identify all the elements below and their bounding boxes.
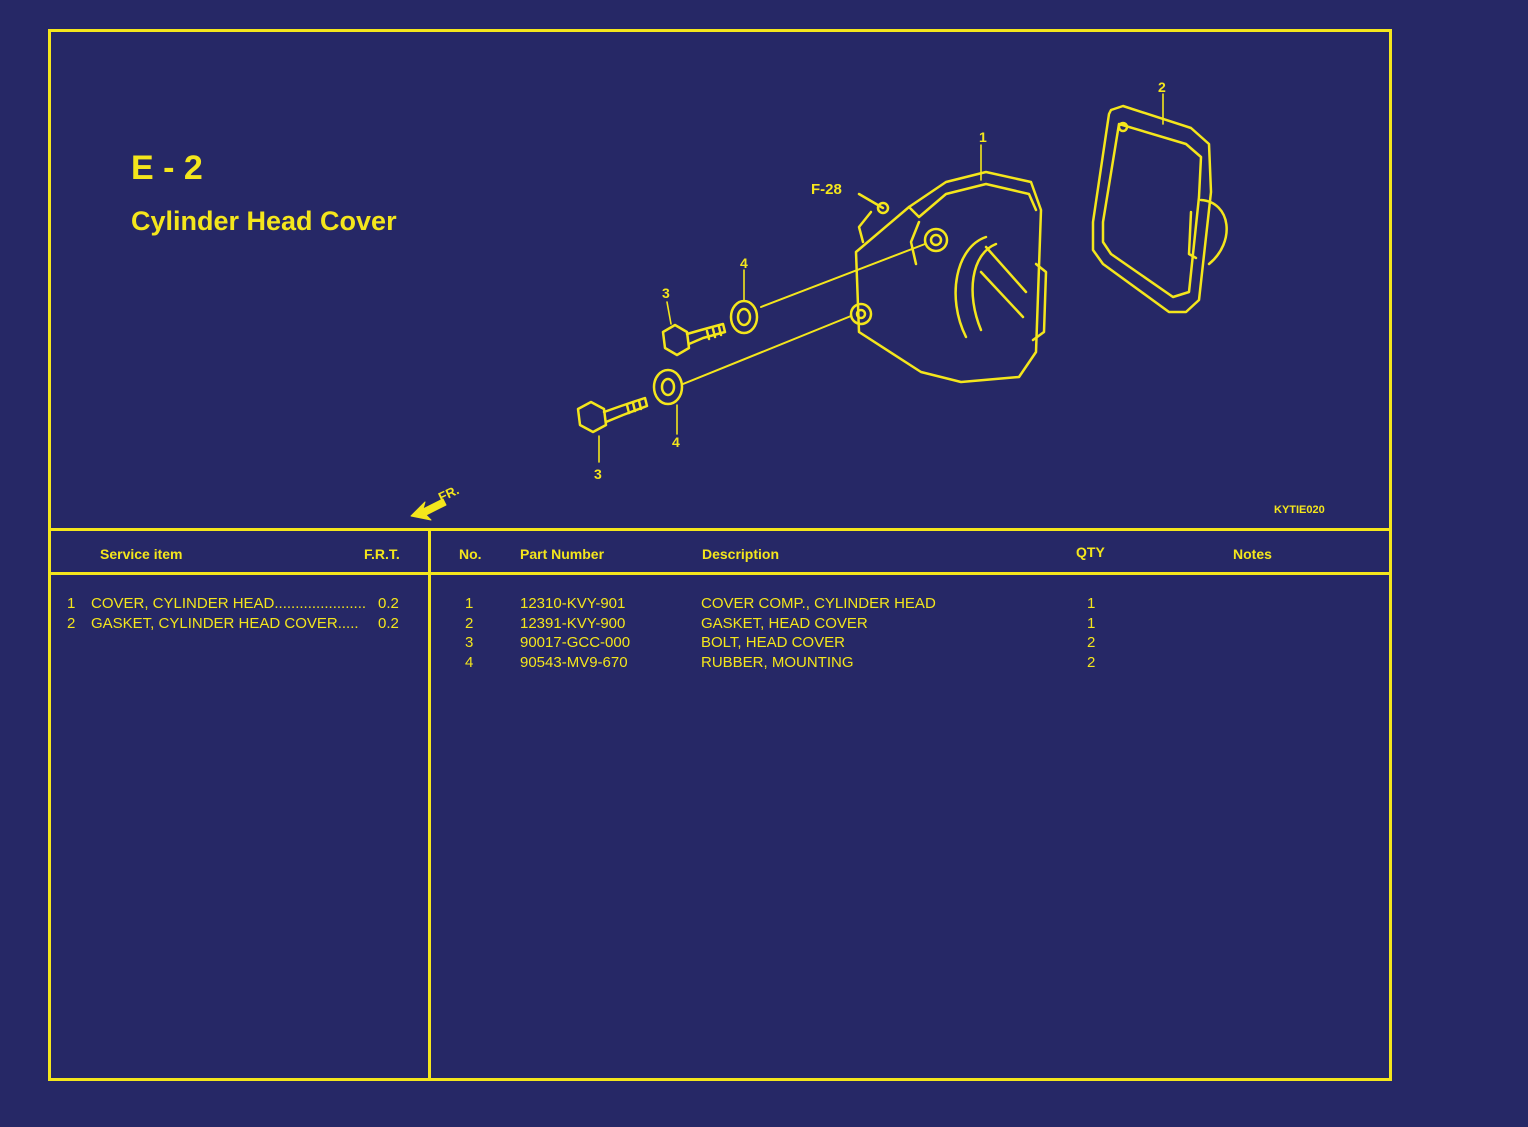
part-row-part-number: 90017-GCC-000 — [520, 634, 631, 651]
service-row-frt: 0.2 — [378, 615, 399, 632]
cylinder-head-cover-drawing — [849, 170, 1048, 384]
no-header: No. — [459, 546, 482, 562]
part-row-number: 3 — [465, 634, 474, 651]
service-row-item: GASKET, CYLINDER HEAD COVER..... — [91, 615, 359, 632]
upper-bolt-drawing — [661, 299, 759, 357]
service-row-item: COVER, CYLINDER HEAD....................… — [91, 595, 367, 612]
front-arrow-icon — [410, 498, 447, 521]
part-row-qty: 1 — [1087, 595, 1096, 612]
part-row-number: 1 — [465, 595, 474, 612]
table-column-divider — [428, 528, 431, 1081]
frt-header: F.R.T. — [364, 546, 400, 562]
part-row-number: 2 — [465, 615, 474, 632]
part-row-qty: 1 — [1087, 615, 1096, 632]
part-row-description: COVER COMP., CYLINDER HEAD — [701, 595, 936, 612]
part-row-description: GASKET, HEAD COVER — [701, 615, 868, 632]
section-title: Cylinder Head Cover — [131, 206, 397, 236]
part-number-header: Part Number — [520, 546, 605, 562]
diagram-divider — [51, 528, 1389, 531]
callout-4-lower: 4 — [672, 434, 680, 450]
part-row-description: BOLT, HEAD COVER — [701, 634, 845, 651]
reference-label: F-28 — [811, 181, 842, 198]
section-code: E - 2 — [131, 149, 203, 187]
callout-3-upper: 3 — [662, 285, 670, 301]
service-row-number: 2 — [67, 615, 76, 632]
part-row-qty: 2 — [1087, 634, 1096, 651]
callout-2: 2 — [1158, 79, 1166, 95]
part-row-part-number: 90543-MV9-670 — [520, 654, 628, 671]
part-row-number: 4 — [465, 654, 474, 671]
callout-1: 1 — [979, 129, 987, 145]
head-cover-gasket-drawing — [1091, 104, 1228, 314]
exploded-parts-diagram: 1 2 3 3 4 4 F-28 FR. — [410, 79, 1228, 521]
drawing-code: KYTIE020 — [1274, 504, 1325, 516]
description-header: Description — [702, 546, 780, 562]
callout-leaders — [598, 93, 1164, 463]
lower-bolt-drawing — [576, 368, 684, 434]
service-row-frt: 0.2 — [378, 595, 399, 612]
qty-header: QTY — [1076, 544, 1105, 560]
table-header-divider — [51, 572, 1389, 575]
parts-page-frame: E - 2 Cylinder Head Cover — [48, 29, 1392, 1081]
service-item-header: Service item — [100, 546, 183, 562]
part-row-part-number: 12391-KVY-900 — [520, 615, 626, 632]
part-row-part-number: 12310-KVY-901 — [520, 595, 626, 612]
callout-4-upper: 4 — [740, 255, 748, 271]
assembly-leader-lines — [682, 243, 926, 385]
part-row-description: RUBBER, MOUNTING — [701, 654, 854, 671]
notes-header: Notes — [1233, 546, 1272, 562]
front-label: FR. — [436, 482, 461, 504]
service-row-number: 1 — [67, 595, 76, 612]
callout-3-lower: 3 — [594, 466, 602, 482]
part-row-qty: 2 — [1087, 654, 1096, 671]
